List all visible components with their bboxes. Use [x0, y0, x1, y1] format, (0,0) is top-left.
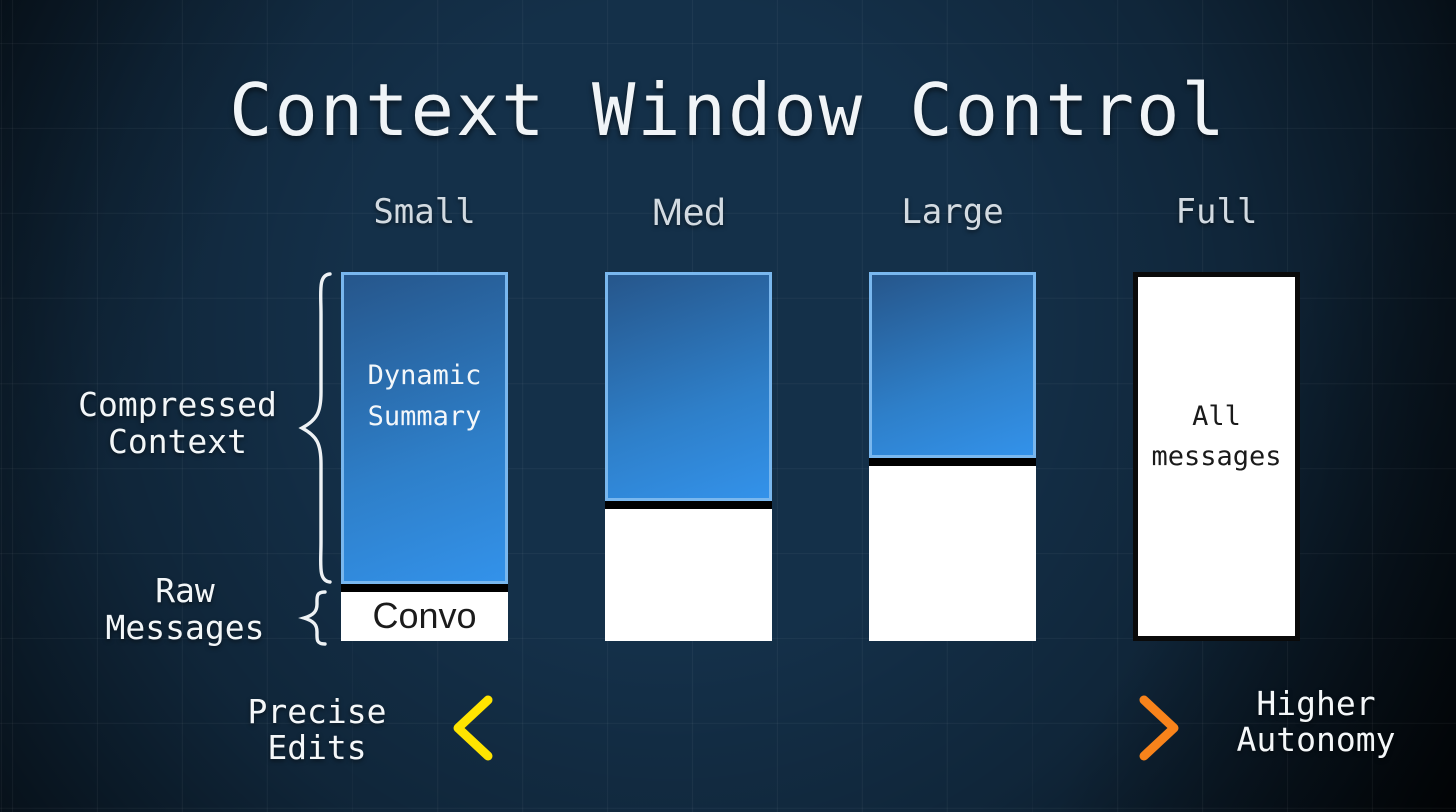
bar-med-separator [605, 500, 772, 509]
bar-small-separator [341, 583, 508, 592]
autonomy-spectrum-arrow [453, 695, 1179, 761]
column-label-med: Med [651, 192, 726, 234]
bar-large-separator [869, 457, 1036, 467]
column-label-small: Small [373, 192, 476, 232]
bar-large-raw-segment [869, 466, 1036, 641]
page-title: Context Window Control [229, 68, 1227, 152]
bar-small-compressed-segment: Dynamic Summary [341, 272, 508, 584]
higher-autonomy-label: Higher Autonomy [1236, 684, 1396, 759]
column-label-full: Full [1175, 192, 1258, 232]
bar-med [605, 272, 772, 641]
column-label-large: Large [901, 192, 1004, 232]
bar-small-convo-label: Convo [372, 595, 477, 637]
precise-edits-label: Precise Edits [247, 692, 387, 767]
bar-small-summary-label: Dynamic Summary [367, 359, 482, 432]
bar-med-raw-segment [605, 508, 772, 641]
bar-full: All messages [1133, 272, 1300, 641]
compressed-context-label: Compressed Context [78, 385, 277, 461]
bar-med-compressed-segment [605, 272, 772, 501]
bar-small: Dynamic Summary Convo [341, 272, 508, 641]
bar-large [869, 272, 1036, 641]
raw-messages-label: Raw Messages [105, 571, 265, 647]
arrow-left-head-icon [453, 695, 493, 761]
bar-large-compressed-segment [869, 272, 1036, 458]
bar-full-all-messages-label: All messages [1151, 400, 1282, 472]
arrow-right-head-icon [1139, 695, 1179, 761]
bar-small-raw-segment: Convo [341, 591, 508, 641]
raw-messages-brace-icon [298, 590, 327, 646]
compressed-context-brace-icon [298, 272, 332, 584]
